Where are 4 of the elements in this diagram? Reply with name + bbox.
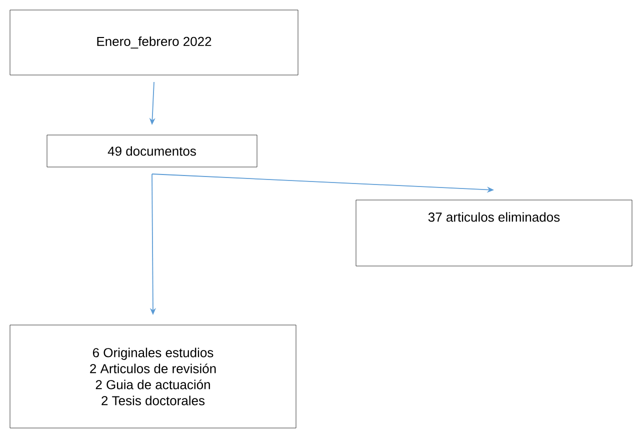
text-box: 49 documentos — [46, 134, 258, 168]
text-box: 37 articulos eliminados — [356, 200, 632, 266]
text-box: Enero_febrero 2022 — [10, 10, 298, 76]
text-box: 6 Originales estudios 2 Articulos de revisión 2 Guia de actuación 2 Tesis doctorales — [10, 324, 296, 428]
